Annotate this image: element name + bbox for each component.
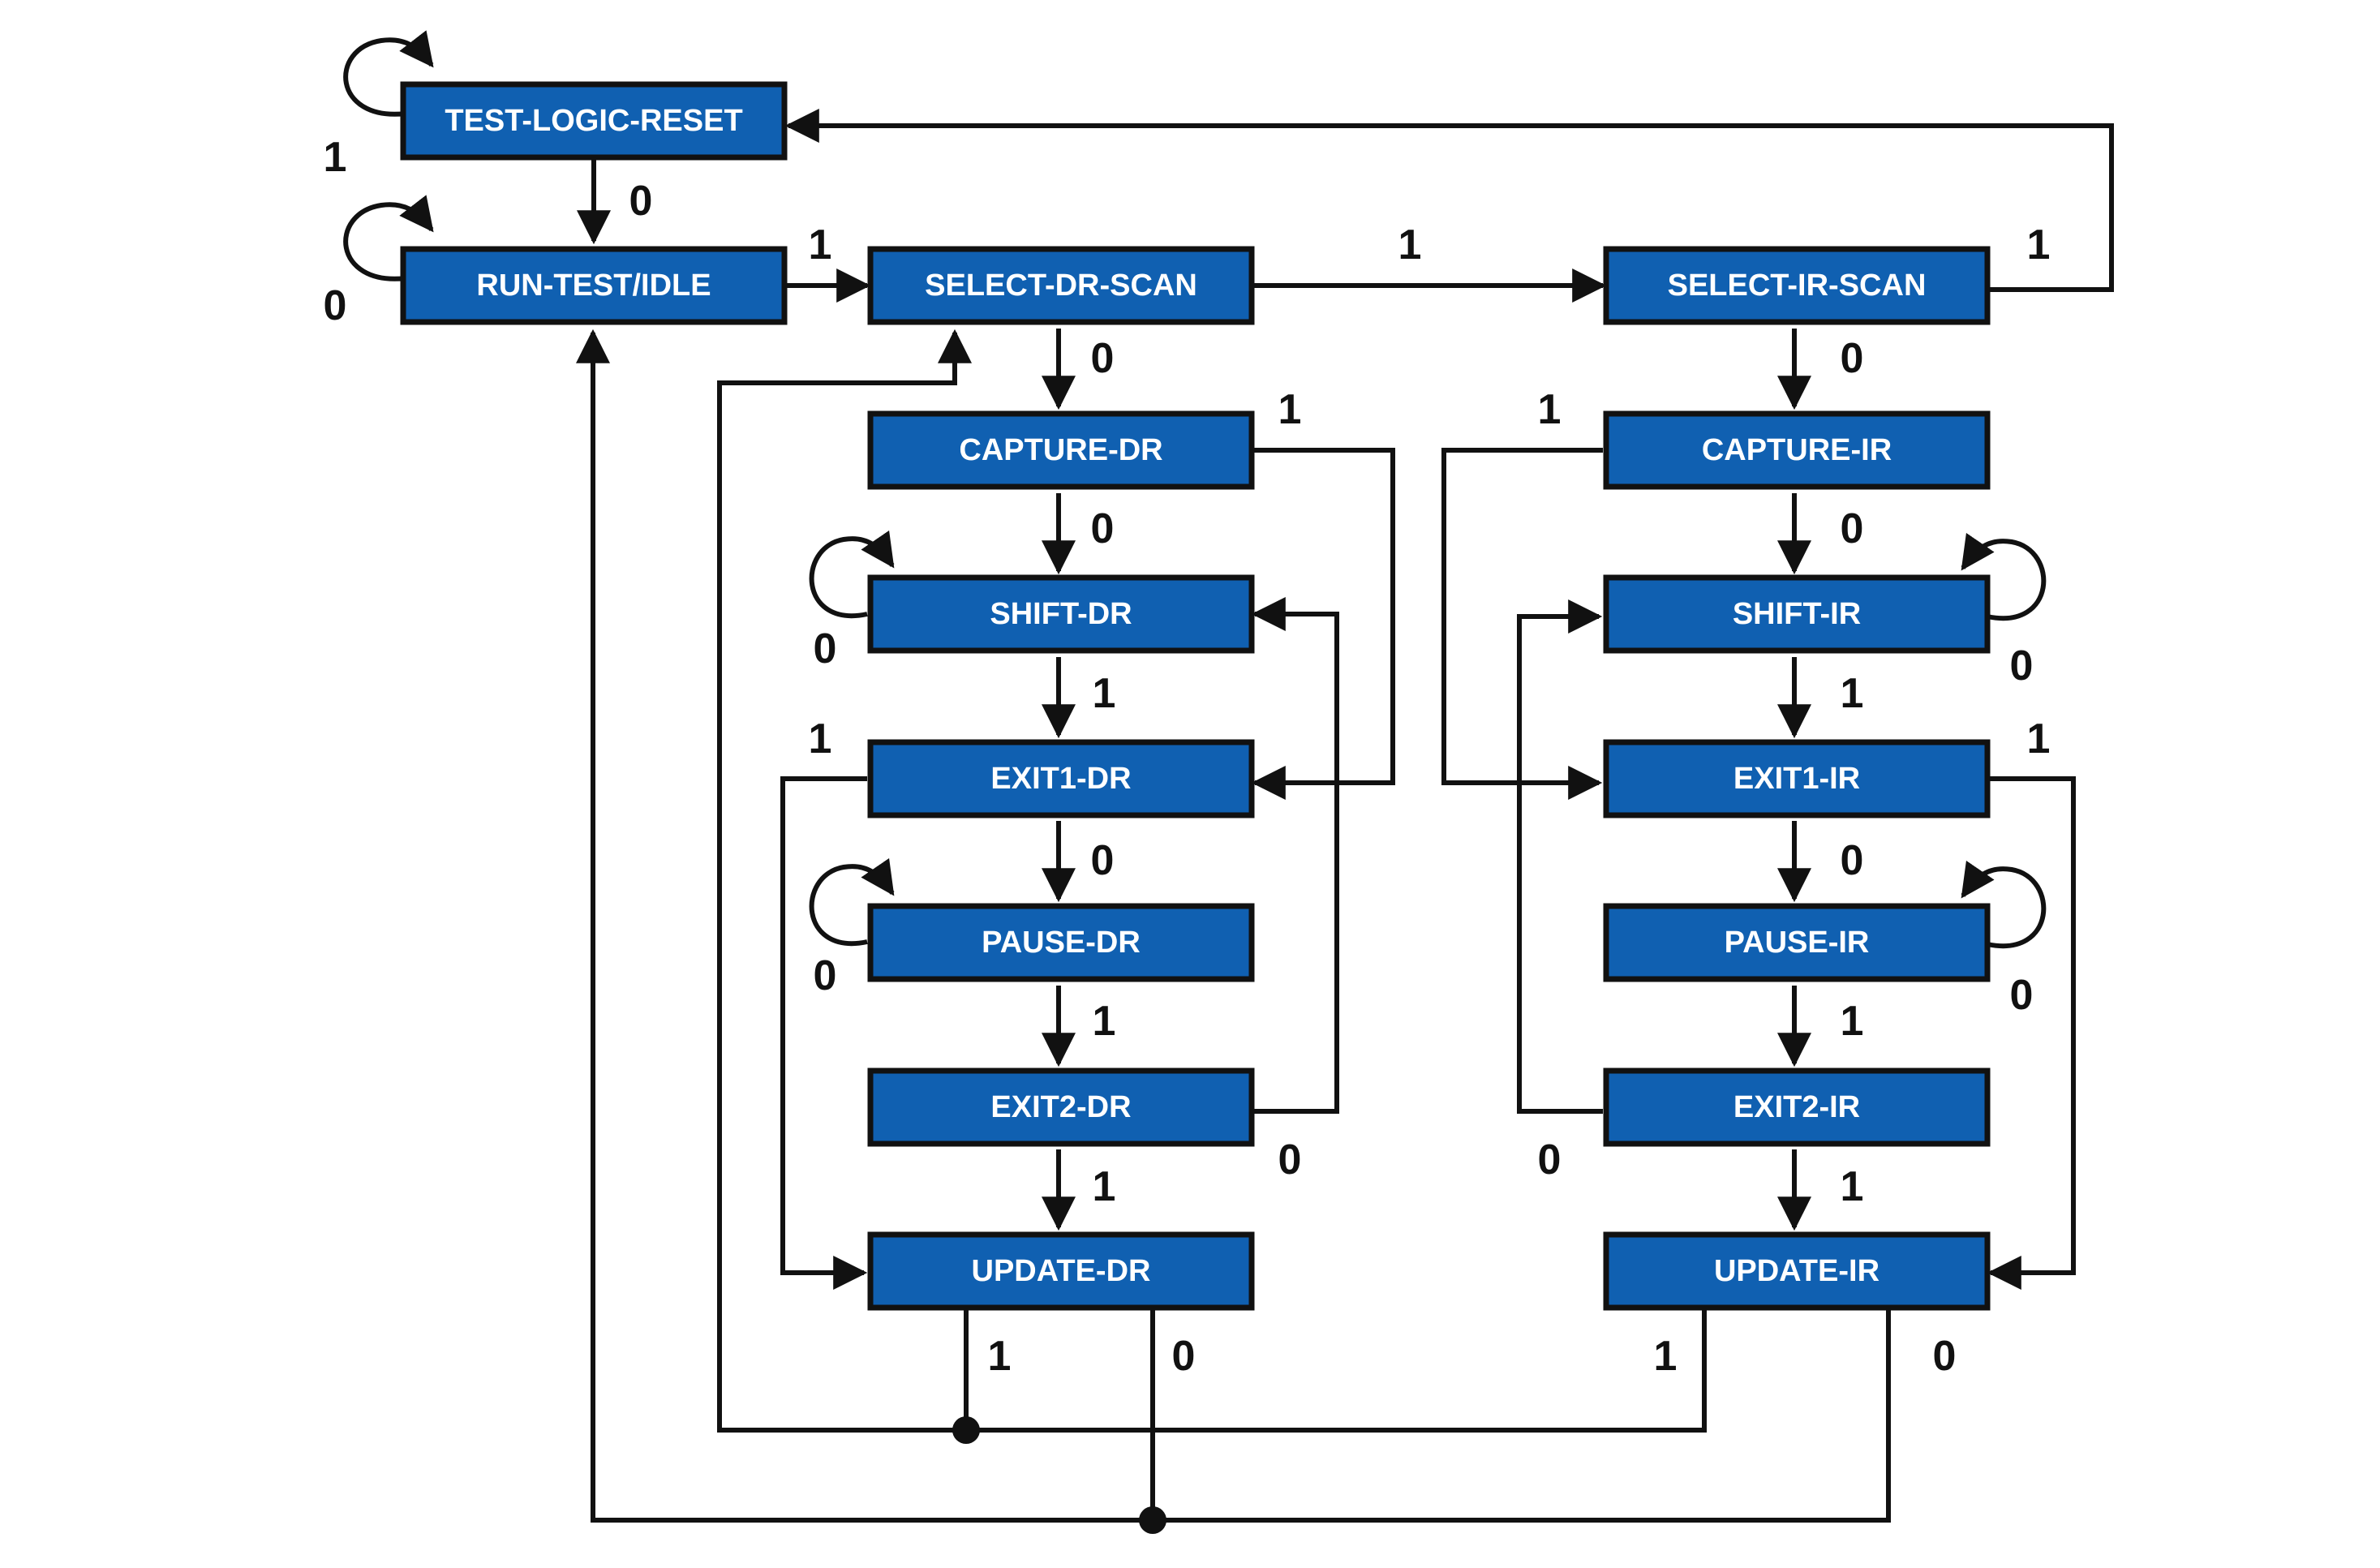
- label-sir-to-tlr: 1: [2027, 221, 2051, 268]
- state-exit1-ir: EXIT1-IR: [1603, 739, 1991, 818]
- state-label: CAPTURE-IR: [1702, 433, 1892, 467]
- label-shdr-self: 0: [814, 625, 837, 672]
- label-uir-to-rti: 0: [1933, 1333, 1957, 1380]
- state-exit2-dr: EXIT2-DR: [867, 1068, 1255, 1147]
- label-pir-to-e2ir: 1: [1841, 998, 1864, 1045]
- label-e1ir-to-uir: 1: [2027, 715, 2051, 763]
- label-sir-to-cir: 0: [1841, 335, 1864, 382]
- state-select-ir-scan: SELECT-IR-SCAN: [1603, 246, 1991, 325]
- state-label: SELECT-DR-SCAN: [925, 268, 1197, 303]
- state-label: RUN-TEST/IDLE: [476, 268, 711, 303]
- arrow-cdr-to-e1dr: [1251, 448, 1395, 800]
- state-shift-dr: SHIFT-DR: [867, 574, 1255, 654]
- state-shift-ir: SHIFT-IR: [1603, 574, 1991, 654]
- arrow-sir-to-tlr: [784, 109, 2114, 292]
- state-update-ir: UPDATE-IR: [1603, 1231, 1991, 1311]
- label-udr-to-sdr: 1: [988, 1333, 1012, 1380]
- label-sdr-to-cdr: 0: [1091, 335, 1115, 382]
- label-rti-to-sdr: 1: [809, 221, 832, 268]
- state-capture-ir: CAPTURE-IR: [1603, 410, 1991, 490]
- state-label: SELECT-IR-SCAN: [1668, 268, 1927, 303]
- state-label: PAUSE-IR: [1725, 926, 1870, 960]
- state-update-dr: UPDATE-DR: [867, 1231, 1255, 1311]
- label-e1dr-to-udr: 1: [809, 715, 832, 763]
- junction-dot-select: [952, 1416, 980, 1444]
- state-label: EXIT2-DR: [990, 1090, 1131, 1124]
- transition-labels: 1 0 0 1 1 1 0 1 0 0 1 1 0 0 1 0 1 1 0 0 …: [324, 134, 2051, 1380]
- state-label: EXIT2-IR: [1733, 1090, 1860, 1124]
- loop-shir: [1961, 532, 2047, 621]
- label-shir-self: 0: [2010, 642, 2034, 689]
- state-label: EXIT1-DR: [990, 762, 1131, 796]
- arrow-e1dr-to-udr: [780, 776, 868, 1290]
- label-e2dr-to-shdr: 0: [1278, 1136, 1302, 1184]
- state-label: SHIFT-IR: [1733, 597, 1861, 631]
- label-e1ir-to-pir: 0: [1841, 837, 1864, 884]
- state-test-logic-reset: TEST-LOGIC-RESET: [400, 81, 788, 161]
- label-e2dr-to-udr: 1: [1093, 1163, 1116, 1210]
- arrow-e1ir-to-uir: [1987, 776, 2076, 1290]
- state-exit2-ir: EXIT2-IR: [1603, 1068, 1991, 1147]
- junction-dot-idle: [1139, 1506, 1166, 1534]
- state-label: TEST-LOGIC-RESET: [445, 104, 742, 138]
- state-pause-dr: PAUSE-DR: [867, 903, 1255, 982]
- state-exit1-dr: EXIT1-DR: [867, 739, 1255, 818]
- loop-pir: [1961, 860, 2047, 949]
- label-cdr-to-shdr: 0: [1091, 505, 1115, 552]
- label-shdr-to-e1dr: 1: [1093, 670, 1116, 717]
- label-cir-to-shir: 0: [1841, 505, 1864, 552]
- state-label: SHIFT-DR: [990, 597, 1132, 631]
- arrow-e2dr-to-shdr: [1251, 597, 1339, 1114]
- bus-update-to-sdr: [717, 329, 1707, 1433]
- label-e2ir-to-shir: 0: [1538, 1136, 1562, 1184]
- label-uir-to-sdr: 1: [1654, 1333, 1678, 1380]
- loop-shdr: [809, 530, 895, 619]
- label-rti-self: 0: [324, 282, 347, 329]
- label-pdr-self: 0: [814, 952, 837, 999]
- state-run-test-idle: RUN-TEST/IDLE: [400, 246, 788, 325]
- label-e1dr-to-pdr: 0: [1091, 837, 1115, 884]
- label-pir-self: 0: [2010, 972, 2034, 1019]
- loop-pdr: [809, 857, 895, 947]
- loop-rti: [343, 195, 434, 281]
- state-label: UPDATE-IR: [1714, 1254, 1880, 1288]
- state-label: CAPTURE-DR: [959, 433, 1162, 467]
- state-pause-ir: PAUSE-IR: [1603, 903, 1991, 982]
- label-tlr-self: 1: [324, 134, 347, 181]
- state-select-dr-scan: SELECT-DR-SCAN: [867, 246, 1255, 325]
- label-cir-to-e1ir: 1: [1538, 386, 1562, 433]
- arrow-e2ir-to-shir: [1517, 599, 1603, 1114]
- bus-update-to-rti: [576, 329, 1891, 1523]
- loop-tlr: [343, 30, 434, 117]
- state-label: PAUSE-DR: [982, 926, 1141, 960]
- label-pdr-to-e2dr: 1: [1093, 998, 1116, 1045]
- state-capture-dr: CAPTURE-DR: [867, 410, 1255, 490]
- label-shir-to-e1ir: 1: [1841, 670, 1864, 717]
- state-label: UPDATE-DR: [972, 1254, 1151, 1288]
- label-tlr-to-rti: 0: [629, 178, 653, 225]
- label-cdr-to-e1dr: 1: [1278, 386, 1302, 433]
- label-sdr-to-sir: 1: [1398, 221, 1422, 268]
- transition-lines: [343, 30, 2114, 1534]
- label-udr-to-rti: 0: [1172, 1333, 1196, 1380]
- state-label: EXIT1-IR: [1733, 762, 1860, 796]
- label-e2ir-to-uir: 1: [1841, 1163, 1864, 1210]
